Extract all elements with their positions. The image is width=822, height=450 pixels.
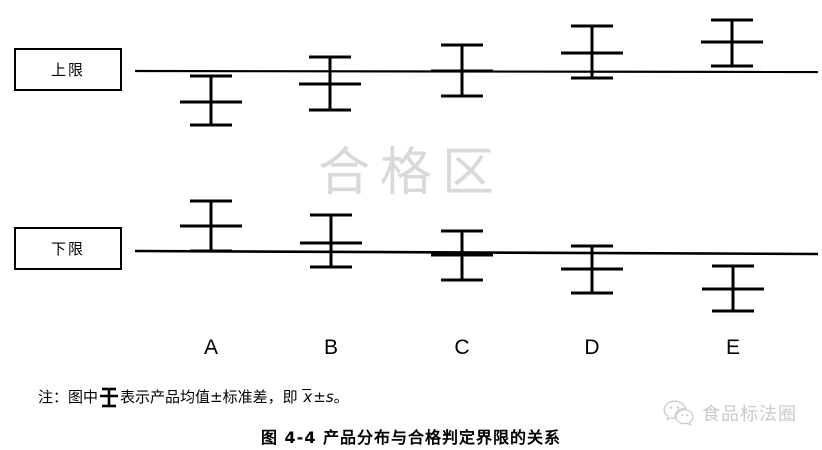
sd-symbol: s (325, 388, 334, 406)
error-bar-relative-to-lower-limit-b (300, 213, 362, 269)
error-bar-relative-to-upper-limit-c (431, 43, 493, 98)
group-label-c: C (454, 336, 470, 359)
wechat-icon (663, 400, 694, 426)
error-bar-symbol-icon (100, 387, 119, 408)
error-bar-relative-to-lower-limit-d (561, 244, 623, 295)
error-bar-relative-to-lower-limit-c (431, 229, 493, 282)
upper-limit-label-box: 上限 (14, 48, 122, 91)
pass-zone-watermark: 合格区 (317, 143, 504, 203)
error-bar-relative-to-lower-limit-a (180, 199, 242, 253)
group-label-b: B (323, 336, 338, 359)
group-label-a: A (203, 336, 218, 359)
brand-watermark-text: 食品标法圈 (702, 404, 797, 425)
note-prefix: 注：图中 (38, 388, 99, 406)
mean-symbol: x (302, 388, 313, 406)
lower-limit-label-text: 下限 (50, 240, 85, 258)
upper-limit-label-text: 上限 (50, 61, 85, 79)
brand-watermark: 食品标法圈 (663, 400, 797, 426)
note-period: 。 (333, 388, 349, 406)
error-bar-relative-to-upper-limit-a (180, 74, 242, 127)
error-bar-relative-to-upper-limit-b (299, 55, 361, 112)
figure-caption: 图 4-4 产品分布与合格判定界限的关系 (260, 428, 562, 447)
error-bar-relative-to-upper-limit-d (561, 24, 623, 80)
error-bar-relative-to-lower-limit-e (702, 264, 764, 313)
group-label-d: D (584, 336, 600, 359)
upper-limit-line (134, 69, 819, 74)
lower-limit-label-box: 下限 (14, 227, 122, 270)
group-label-e: E (725, 336, 740, 359)
note-line: 注：图中 表示产品均值±标准差，即 x±s。 (38, 386, 349, 408)
lower-limit-line (134, 249, 819, 256)
note-middle: 表示产品均值±标准差，即 (120, 388, 303, 406)
error-bar-relative-to-upper-limit-e (701, 18, 763, 68)
note-plusminus: ± (313, 388, 326, 406)
